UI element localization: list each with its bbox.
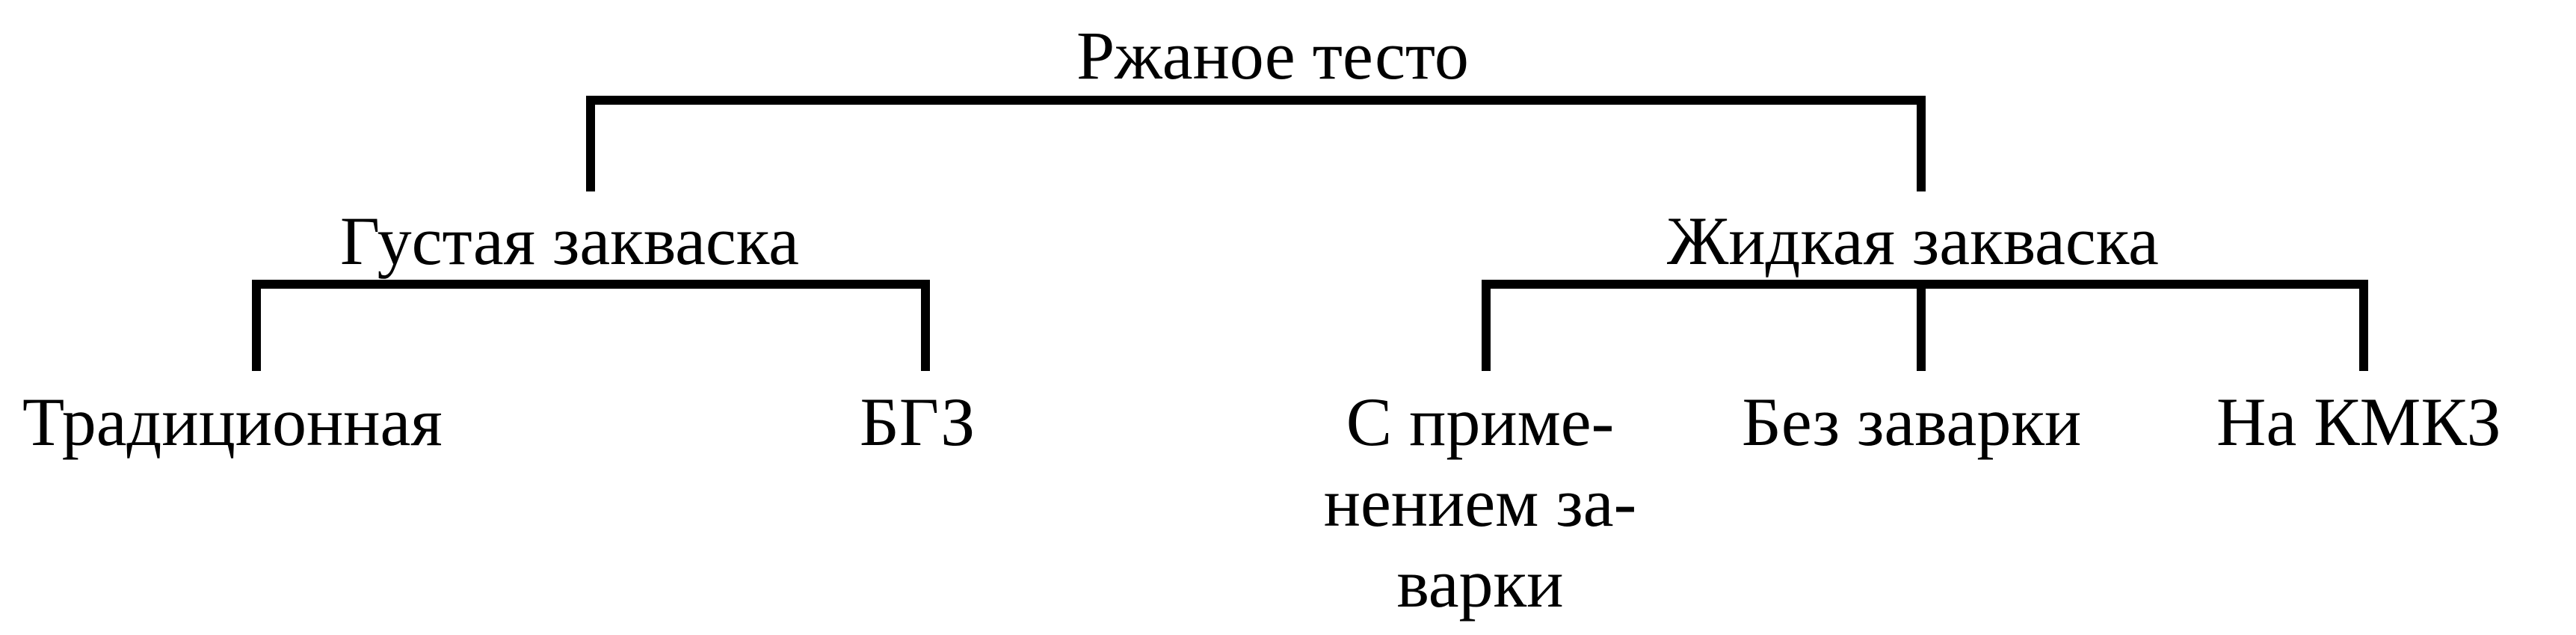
branch-label-liquid-starter: Жидкая закваска bbox=[1667, 203, 2159, 279]
branch-label-thick-starter: Густая закваска bbox=[340, 203, 799, 279]
leaf-without-brew: Без заварки bbox=[1742, 384, 2082, 460]
leaf-with-brew-line-1: С приме- bbox=[1346, 384, 1615, 460]
leaf-bgz: БГЗ bbox=[860, 384, 976, 460]
leaf-with-brew-line-3: варки bbox=[1396, 545, 1564, 622]
root-bracket bbox=[586, 96, 1926, 191]
leaf-with-brew: С приме- нением за- варки bbox=[1301, 381, 1660, 624]
root-label: Ржаное тесто bbox=[1076, 17, 1469, 93]
leaf-kmkz: На КМКЗ bbox=[2216, 384, 2501, 460]
leaf-with-brew-line-2: нением за- bbox=[1323, 464, 1637, 541]
left-branch-bracket bbox=[252, 280, 930, 371]
leaf-traditional: Традиционная bbox=[22, 384, 443, 460]
